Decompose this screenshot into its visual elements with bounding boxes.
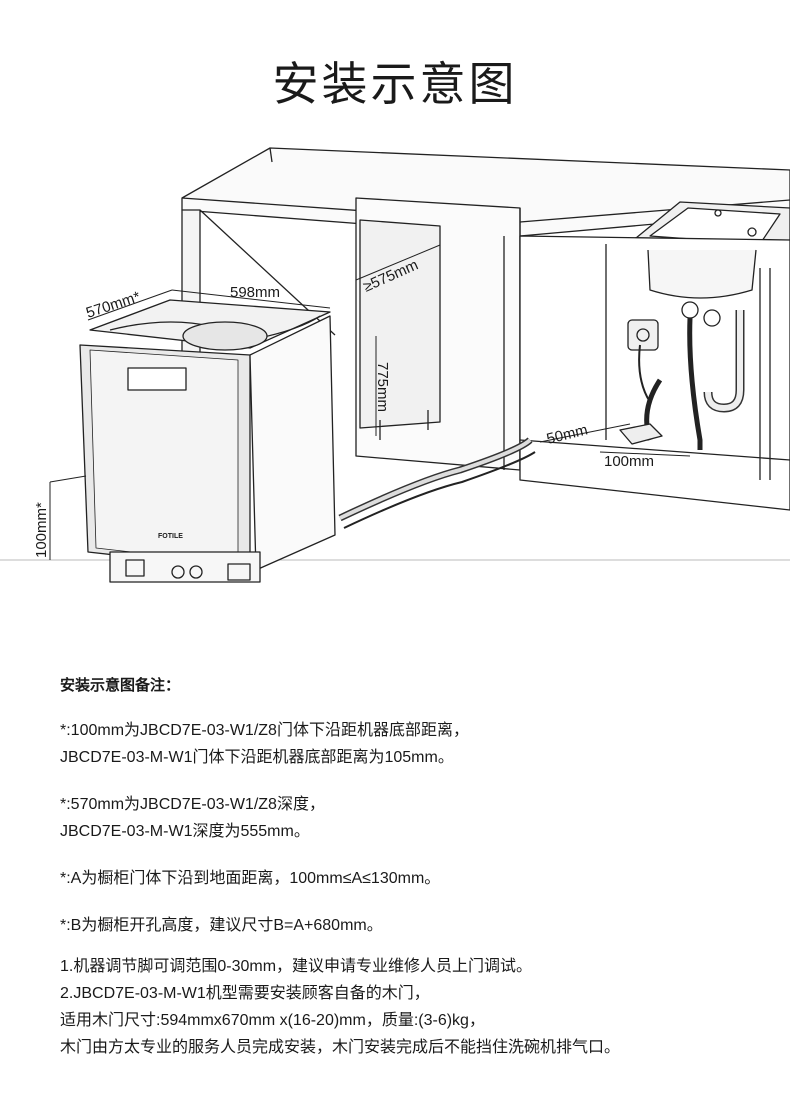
width-598-label: 598mm	[230, 284, 280, 301]
note-5: 1.机器调节脚可调范围0-30mm，建议申请专业维修人员上门调试。	[60, 958, 533, 975]
cabinet-opening	[355, 197, 521, 471]
installation-notes: 安装示意图备注： *:100mm为JBCD7E-03-W1/Z8门体下沿距机器底…	[60, 672, 770, 1061]
note-6a: 2.JBCD7E-03-M-W1机型需要安装顾客自备的木门，	[60, 985, 430, 1002]
height-775-label: 775mm	[374, 362, 391, 412]
brand-label: FOTILE	[158, 533, 183, 540]
notes-heading: 安装示意图备注：	[60, 677, 181, 694]
bottom-100-label: 100mm*	[33, 502, 50, 558]
note-2b: JBCD7E-03-M-W1深度为555mm。	[60, 823, 310, 840]
right-cabinet	[519, 235, 790, 511]
note-6c: 木门由方太专业的服务人员完成安装，木门安装完成后不能挡住洗碗机排气口。	[60, 1039, 621, 1056]
note-3: *:A为橱柜门体下沿到地面距离，100mm≤A≤130mm。	[60, 870, 441, 887]
installation-diagram: FOTILE 598mm 570mm* ≥575mm 775mm 100mm* …	[0, 140, 790, 610]
side-100-label: 100mm	[604, 453, 654, 470]
dishwasher	[79, 299, 336, 583]
dimension-lines	[49, 244, 691, 560]
note-6b: 适用木门尺寸:594mmx670mm x(16-20)mm，质量:(3-6)kg…	[60, 1012, 485, 1029]
note-4: *:B为橱柜开孔高度，建议尺寸B=A+680mm。	[60, 917, 383, 934]
floor-hoses	[338, 437, 536, 529]
note-1a: *:100mm为JBCD7E-03-W1/Z8门体下沿距机器底部距离，	[60, 722, 469, 739]
note-1b: JBCD7E-03-M-W1门体下沿距机器底部距离为105mm。	[60, 749, 454, 766]
note-2a: *:570mm为JBCD7E-03-W1/Z8深度，	[60, 796, 325, 813]
page-title: 安装示意图	[272, 58, 518, 110]
